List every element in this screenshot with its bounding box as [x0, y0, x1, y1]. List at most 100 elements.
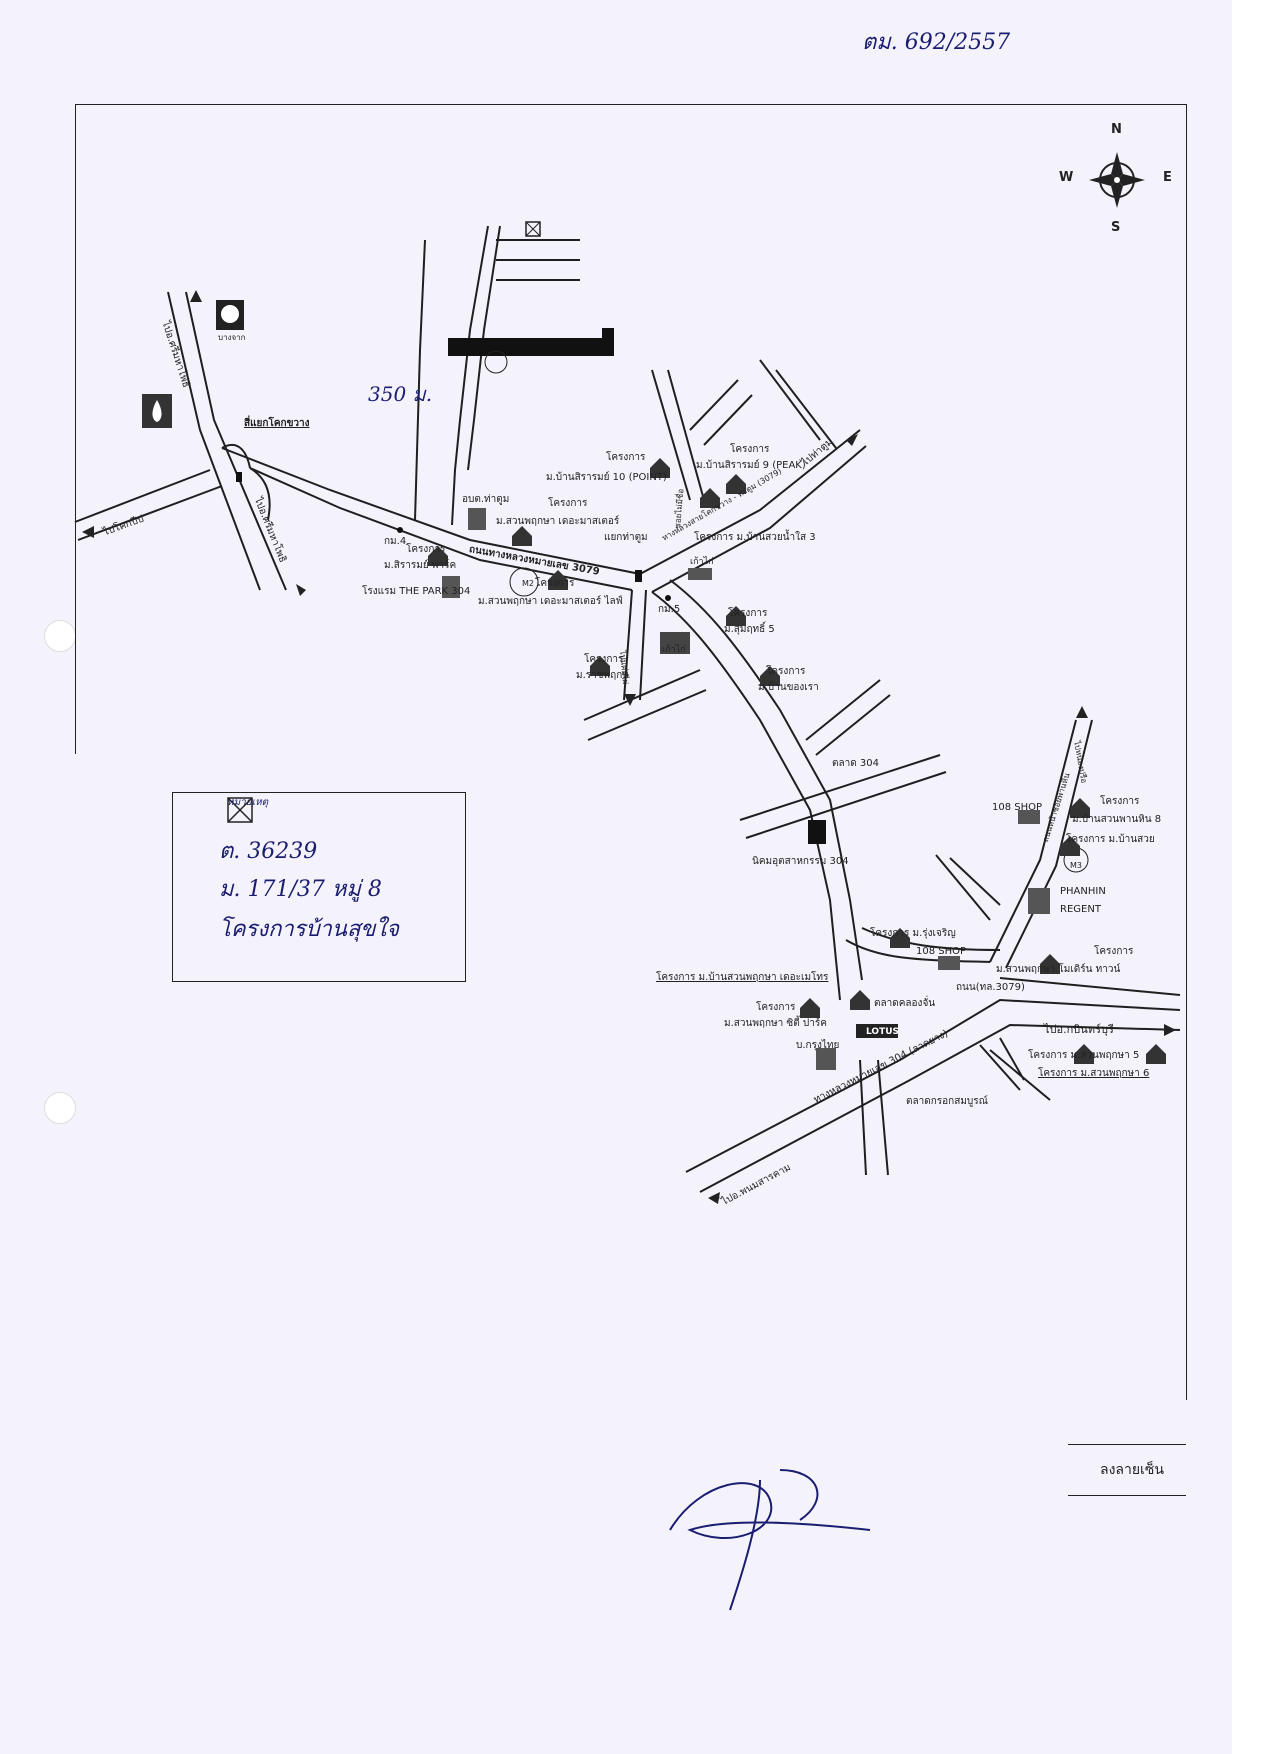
arrow-up-icon	[1076, 706, 1088, 718]
factory-icon	[808, 820, 826, 844]
label-suanphruksa-master-life: ม.สวนพฤกษา เดอะมาสเตอร์ ไลฟ์	[478, 596, 623, 607]
sevenhouse-store-icon	[688, 568, 712, 580]
shop108-icon	[938, 956, 960, 970]
arrow-right-icon	[1164, 1024, 1176, 1036]
legend-line2: ต. 36239	[219, 839, 318, 864]
signal-icon	[236, 472, 242, 482]
label-proj-city-park: โครงการ	[756, 1002, 796, 1013]
legend-line4: โครงการบ้านสุขใจ	[219, 917, 400, 942]
bank-building-icon	[816, 1048, 836, 1070]
label-ban-khong-rao: ม.บ้านของเรา	[758, 682, 819, 693]
arrow-down-icon	[296, 584, 306, 596]
compass-n: N	[1111, 122, 1122, 137]
lotus-logo-icon	[856, 1024, 898, 1038]
label-khlong-market: ตลาดคลองจั่น	[874, 998, 936, 1009]
signature-rule	[1068, 1495, 1186, 1496]
label-ban-suanphruksa-maestro: โครงการ ม.บ้านสวนพฤกษา เดอะเมโทร	[656, 972, 829, 983]
label-tha-tum-office: อบต.ท่าตูม	[462, 494, 510, 505]
frame-border	[75, 104, 1187, 105]
label-proj-sirarom9: โครงการ	[730, 444, 770, 455]
label-km5: กม.5	[658, 604, 681, 615]
label-city-park: ม.สวนพฤกษา ซิตี้ ปาร์ค	[724, 1018, 827, 1029]
label-proj-ban-khong-rao: โครงการ	[766, 666, 806, 677]
page-edge-strip	[1232, 0, 1275, 1754]
punch-hole	[44, 620, 76, 652]
label-proj-sumrit5: โครงการ	[728, 608, 768, 619]
signature-rule	[1068, 1444, 1186, 1445]
phanhin-building-icon	[1028, 888, 1050, 914]
label-rungcharoen: โครงการ ม.รุ่งเจริญ	[870, 928, 956, 939]
arrow-left-icon	[82, 526, 94, 538]
compass-w: W	[1059, 170, 1074, 185]
label-bangchak: บางจาก	[218, 333, 246, 342]
label-lotus: LOTUS	[866, 1027, 899, 1037]
label-sirarom9: ม.บ้านสิรารมย์ 9 (PEAK)	[696, 460, 806, 471]
label-junction-tha-tum: แยกท่าตูม	[604, 532, 648, 543]
label-suanphruksa5: โครงการ ม.สวนพฤกษา 5	[1028, 1050, 1140, 1061]
label-km4: กม.4	[384, 536, 407, 547]
label-phanhin: PHANHIN	[1060, 886, 1106, 897]
label-suanphruksa-master: ม.สวนพฤกษา เดอะมาสเตอร์	[496, 516, 620, 527]
frame-border	[75, 104, 76, 754]
km-marker-icon	[665, 595, 671, 601]
label-ban-suai-namsai: โครงการ ม.บ้านสวยน้ำใส 3	[694, 532, 816, 543]
arrow-up-icon	[190, 290, 202, 302]
label-sumrit5: ม.สุมฤทธิ์ 5	[724, 624, 775, 635]
km-marker-icon	[397, 527, 403, 533]
label-rachapruek: ม.ราชพฤกษ์	[576, 670, 629, 681]
target-location-icon	[525, 221, 541, 237]
label-sirarom-park: ม.สิรารมย์ พาร์ค	[384, 560, 457, 571]
legend-line3: ม. 171/37 หมู่ 8	[219, 877, 382, 902]
label-proj-suanphruksa-master: โครงการ	[548, 498, 588, 509]
label-sevenhouse: เก้าไก่	[690, 557, 714, 567]
punch-hole	[44, 1092, 76, 1124]
label-sirarom10: ม.บ้านสิรารมย์ 10 (POINT)	[546, 472, 667, 483]
label-shop108-b: 108 SHOP	[916, 946, 967, 957]
signature-label: ลงลายเซ็น	[1100, 1462, 1164, 1478]
label-proj-rachapruek: โครงการ	[584, 654, 624, 665]
label-proj-ban-suai: โครงการ ม.บ้านสวย	[1066, 834, 1155, 845]
signal-icon	[635, 570, 642, 582]
label-proj-modern-town: โครงการ	[1094, 946, 1134, 957]
label-m3: M3	[1070, 861, 1082, 870]
frame-border	[1186, 104, 1187, 1400]
hotel-building-icon	[442, 576, 460, 598]
label-suan-phanhin8: ม.บ้านสวนพานหิน 8	[1072, 814, 1162, 825]
house-icons	[428, 458, 1166, 1064]
kaokai-store-icon	[660, 632, 690, 654]
label-proj-sirarom10: โครงการ	[606, 452, 646, 463]
label-kaokai: เก้าไก่	[662, 645, 686, 655]
label-proj-sirarom-park: โครงการ	[406, 544, 446, 555]
label-market304: ตลาด 304	[832, 758, 879, 769]
arrow-left-icon	[708, 1192, 720, 1204]
label-krungthai: บ.กรุงไทย	[796, 1040, 840, 1051]
label-proj-suan-phanhin8: โครงการ	[1100, 796, 1140, 807]
document-number: ตม. 692/2557	[862, 30, 1011, 55]
label-rot-market: ตลาดกรอกสมบูรณ์	[906, 1096, 988, 1107]
label-m2: M2	[522, 579, 534, 588]
office-building-icon	[468, 508, 486, 530]
compass-e: E	[1163, 170, 1172, 185]
arrow-right-icon	[846, 434, 858, 446]
dark-block-icon	[448, 338, 608, 356]
shop108-icon	[1018, 810, 1040, 824]
label-shop108-a: 108 SHOP	[992, 802, 1043, 813]
label-junction-khok-khwang: สี่แยกโคกขวาง	[244, 418, 310, 429]
label-hotel-park: โรงแรม THE PARK 304	[362, 586, 471, 597]
label-industrial304: นิคมอุตสาหกรรม 304	[752, 856, 849, 867]
label-to-prachinburi: ไปอ.กบินทร์บุรี	[1044, 1023, 1114, 1036]
m2-marker-icon	[509, 567, 539, 597]
label-modern-town: ม.สวนพฤกษา โมเดิร์น ทาวน์	[996, 964, 1121, 975]
compass-s: S	[1111, 220, 1121, 235]
arrow-down-icon	[624, 694, 636, 706]
distance-note: 350 ม.	[368, 382, 433, 406]
label-road-3079: ถนน(ทล.3079)	[956, 982, 1025, 993]
label-regent: REGENT	[1060, 904, 1101, 915]
label-suanphruksa6: โครงการ ม.สวนพฤกษา 6	[1038, 1068, 1150, 1079]
legend-box: หมายเหตุ ต. 36239 ม. 171/37 หมู่ 8 โครงก…	[172, 792, 466, 982]
label-m2-proj: โครงการ	[535, 578, 575, 589]
